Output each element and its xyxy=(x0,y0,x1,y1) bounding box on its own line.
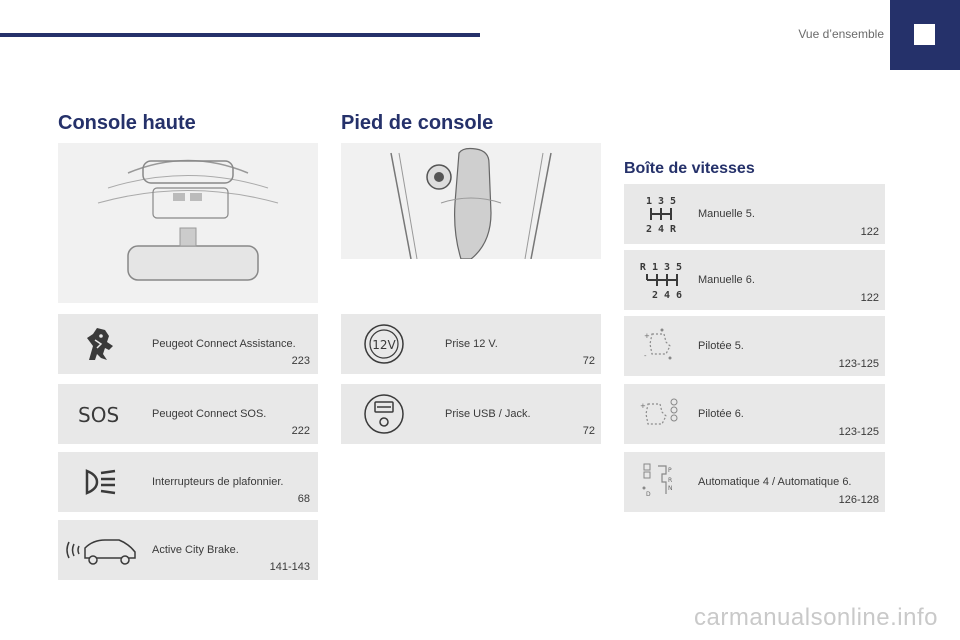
car-sensor-icon xyxy=(62,528,142,572)
page-ref: 122 xyxy=(860,226,879,238)
socket-12v-icon: 12V xyxy=(349,322,419,366)
console-base-photo xyxy=(341,143,601,259)
watermark: carmanualsonline.info xyxy=(694,604,938,631)
header-bar xyxy=(0,33,480,37)
socket-12v-text: 12V xyxy=(372,338,396,352)
gear-6-icon: R 1 3 5 2 4 6 xyxy=(628,258,694,302)
corner-tab xyxy=(890,0,960,70)
page-ref: 122 xyxy=(860,292,879,304)
gear-top-row: 1 3 5 xyxy=(646,196,676,207)
item-label: Prise 12 V. xyxy=(445,338,498,350)
item-label: Prise USB / Jack. xyxy=(445,408,531,420)
piloted-6-icon: + xyxy=(628,392,694,436)
pied-de-console-title: Pied de console xyxy=(341,112,494,134)
overhead-console-photo xyxy=(58,143,318,303)
card-ceiling-lights: Interrupteurs de plafonnier. 68 xyxy=(58,452,318,512)
card-manuelle-6: R 1 3 5 2 4 6 Manuelle 6. 122 xyxy=(624,250,885,310)
item-label: Pilotée 6. xyxy=(698,408,744,420)
gear-bottom-row: 2 4 R xyxy=(646,224,677,235)
peugeot-lion-icon xyxy=(66,322,136,366)
item-label: Automatique 4 / Automatique 6. xyxy=(698,476,852,488)
item-label: Manuelle 5. xyxy=(698,208,755,220)
svg-text:N: N xyxy=(668,485,673,492)
gear-bottom-row: 2 4 6 xyxy=(652,290,682,301)
svg-text:R: R xyxy=(668,477,672,484)
sos-icon: SOS xyxy=(66,392,136,436)
card-peugeot-connect-assistance: Peugeot Connect Assistance. 223 xyxy=(58,314,318,374)
page-ref: 68 xyxy=(297,493,310,505)
svg-text:+: + xyxy=(644,332,650,340)
piloted-5-icon: + - xyxy=(628,324,694,368)
page-ref: 141-143 xyxy=(269,561,310,573)
page-ref: 123-125 xyxy=(838,358,879,370)
svg-text:-: - xyxy=(644,352,647,360)
svg-text:D: D xyxy=(646,491,651,498)
page-ref: 123-125 xyxy=(838,426,879,438)
page-ref: 126-128 xyxy=(838,494,879,506)
item-label: Interrupteurs de plafonnier. xyxy=(152,476,284,488)
automatic-gear-icon: P R N D xyxy=(628,460,694,504)
item-label: Peugeot Connect Assistance. xyxy=(152,338,296,350)
page-ref: 72 xyxy=(582,425,595,437)
square-icon xyxy=(914,24,935,45)
card-automatique: P R N D Automatique 4 / Automatique 6. 1… xyxy=(624,452,885,512)
item-label: Active City Brake. xyxy=(152,544,239,556)
svg-text:P: P xyxy=(668,467,672,474)
card-manuelle-5: 1 3 5 2 4 R Manuelle 5. 122 xyxy=(624,184,885,244)
console-haute-title: Console haute xyxy=(58,112,196,134)
boite-de-vitesses-title: Boîte de vitesses xyxy=(624,160,755,177)
item-label: Peugeot Connect SOS. xyxy=(152,408,267,420)
page-ref: 223 xyxy=(291,355,310,367)
gear-5-icon: 1 3 5 2 4 R xyxy=(628,192,694,236)
page-ref: 72 xyxy=(582,355,595,367)
card-prise-usb-jack: Prise USB / Jack. 72 xyxy=(341,384,601,444)
item-label: Manuelle 6. xyxy=(698,274,755,286)
gear-top-row: R 1 3 5 xyxy=(640,262,682,273)
card-pilotee-5: + - Pilotée 5. 123-125 xyxy=(624,316,885,376)
item-label: Pilotée 5. xyxy=(698,340,744,352)
card-pilotee-6: + Pilotée 6. 123-125 xyxy=(624,384,885,444)
card-peugeot-connect-sos: SOS Peugeot Connect SOS. 222 xyxy=(58,384,318,444)
svg-text:+: + xyxy=(640,402,646,410)
section-title: Vue d’ensemble xyxy=(798,27,884,41)
svg-text:SOS: SOS xyxy=(78,403,119,427)
card-prise-12v: 12V Prise 12 V. 72 xyxy=(341,314,601,374)
card-active-city-brake: Active City Brake. 141-143 xyxy=(58,520,318,580)
usb-jack-icon xyxy=(349,392,419,436)
page-ref: 222 xyxy=(291,425,310,437)
ceiling-light-icon xyxy=(66,460,136,504)
